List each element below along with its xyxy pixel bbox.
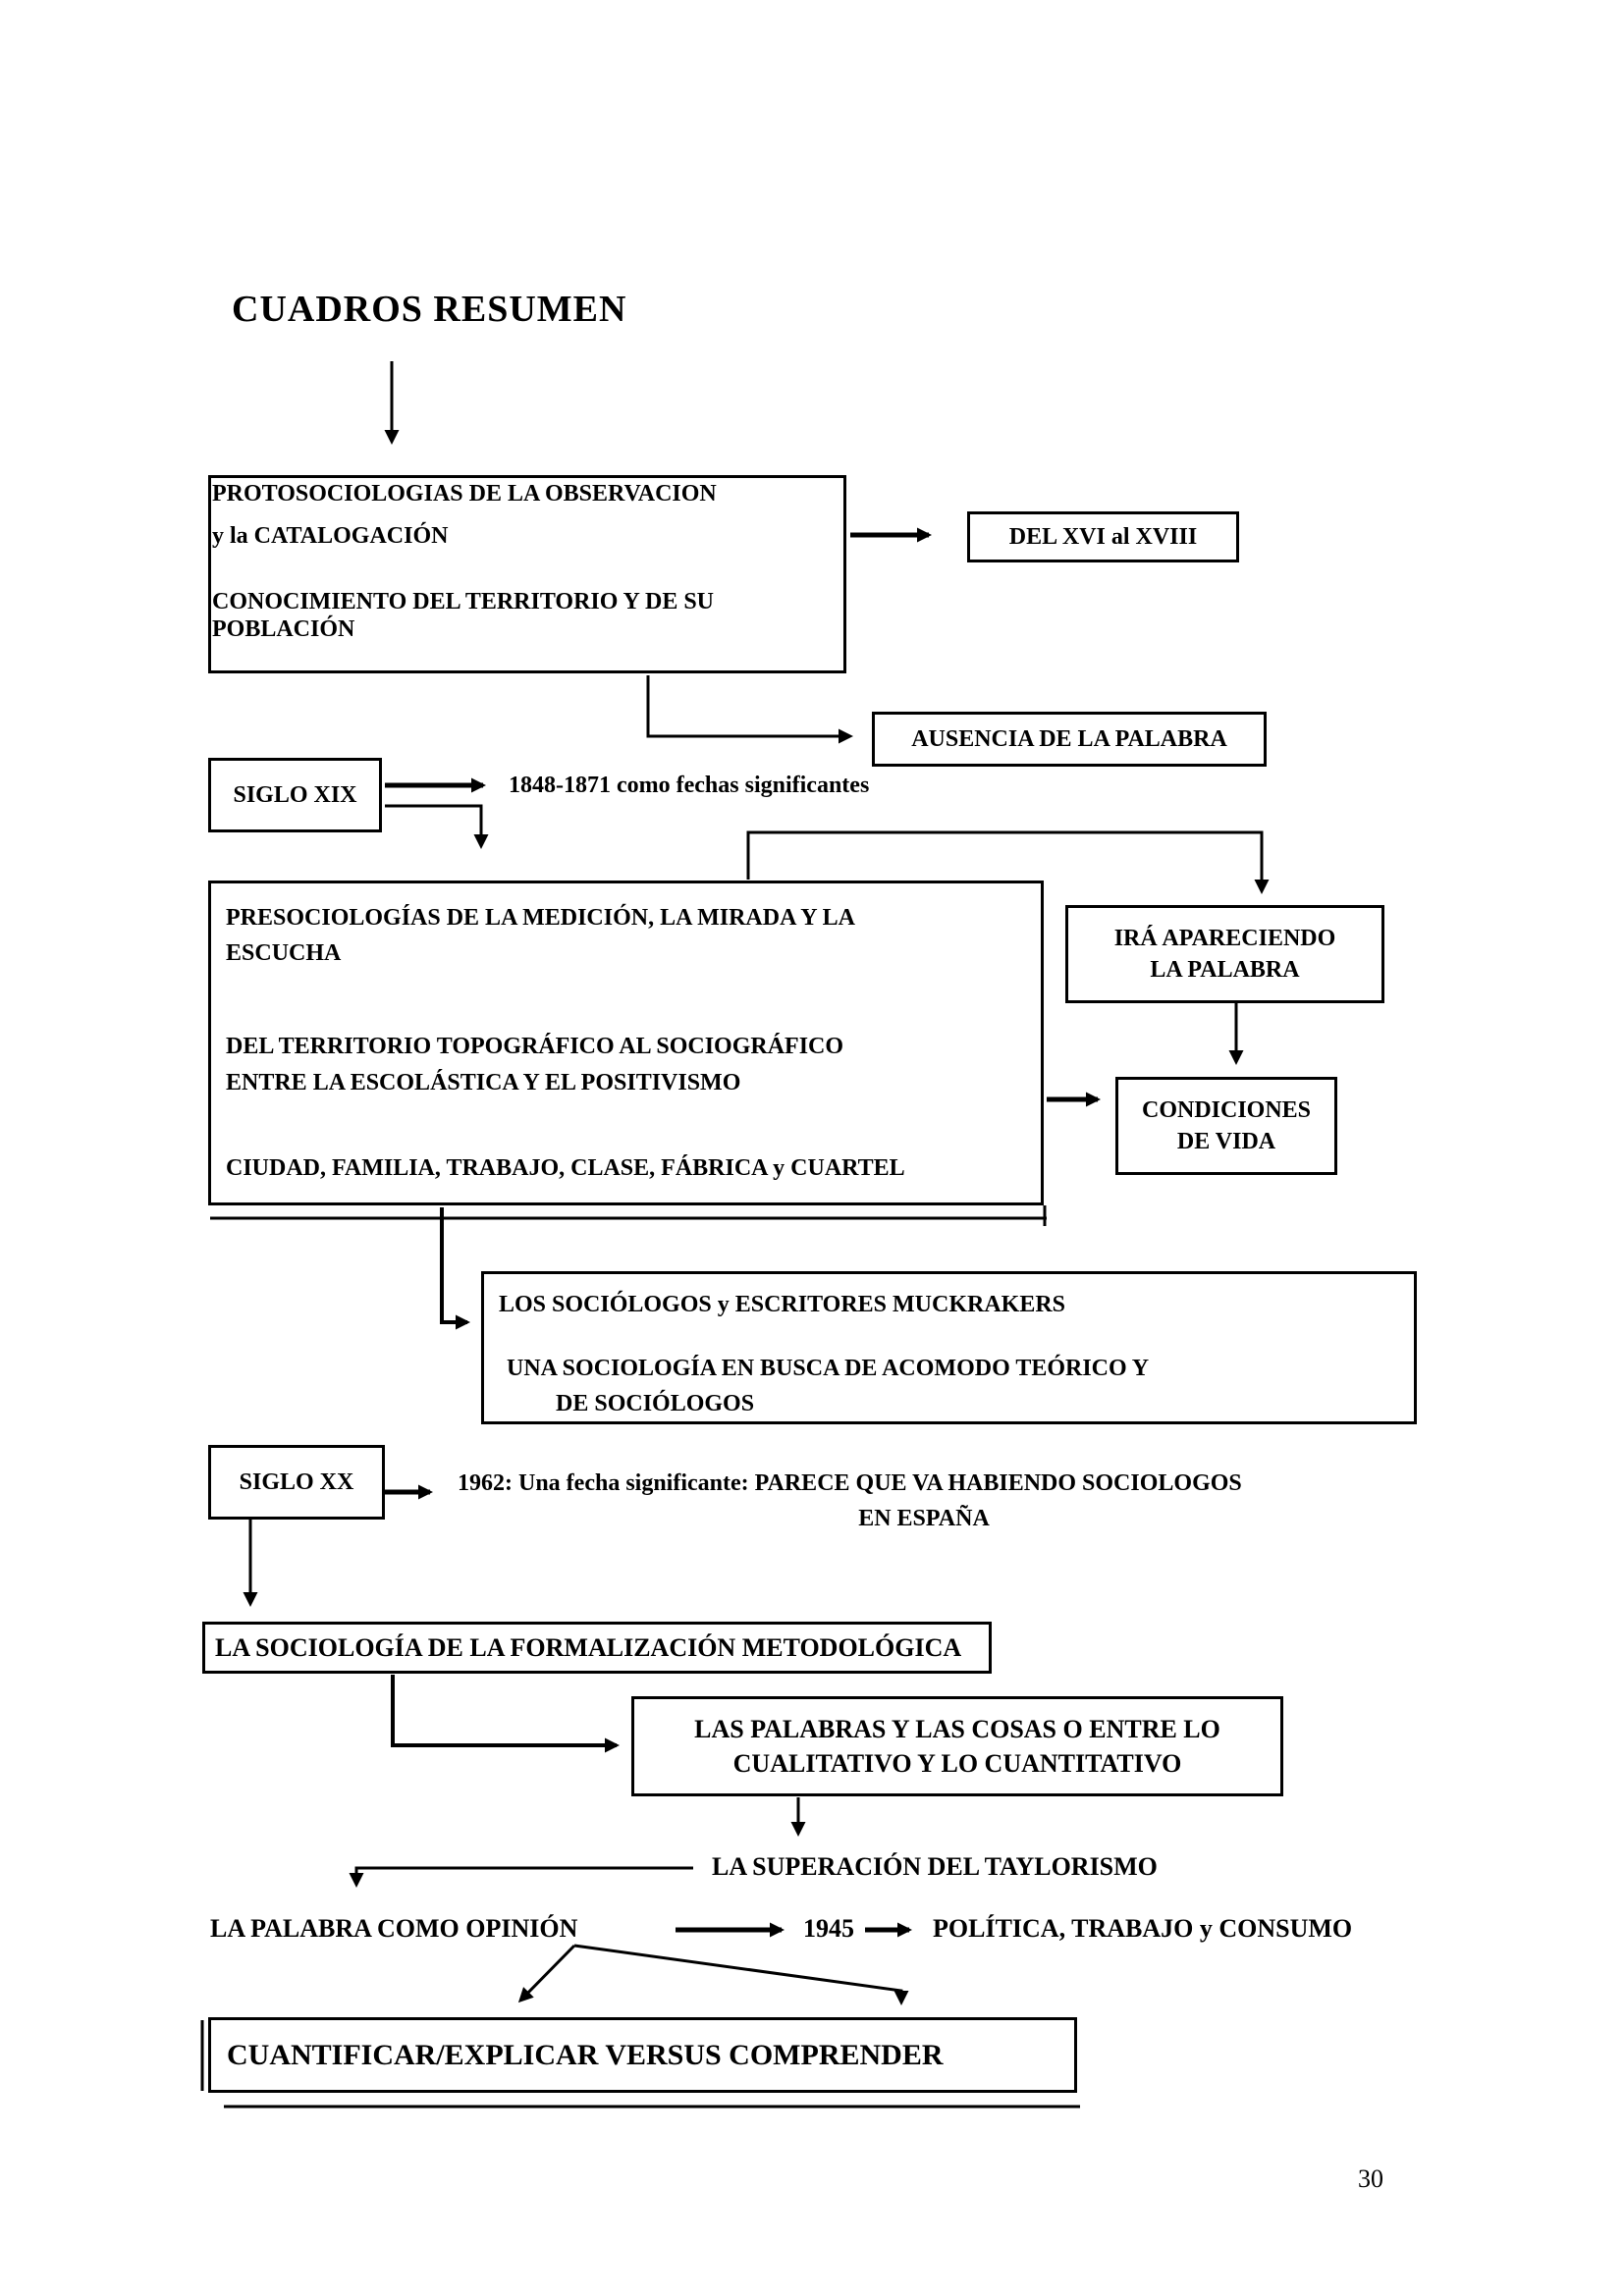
page-title: CUADROS RESUMEN: [232, 289, 627, 330]
sociologos-line2: UNA SOCIOLOGÍA EN BUSCA DE ACOMODO TEÓRI…: [507, 1356, 1150, 1381]
arrow-fork-right: [573, 1944, 909, 2005]
palabras-cosas-line2: CUALITATIVO Y LO CUANTITATIVO: [732, 1749, 1182, 1778]
protosociologias-line2: y la CATALOGACIÓN: [212, 523, 449, 549]
presociologias-line5: CIUDAD, FAMILIA, TRABAJO, CLASE, FÁBRICA…: [226, 1155, 905, 1181]
box-cuantificar: CUANTIFICAR/EXPLICAR VERSUS COMPRENDER: [208, 2017, 1077, 2093]
sociologos-line1: LOS SOCIÓLOGOS y ESCRITORES MUCKRAKERS: [499, 1292, 1066, 1317]
del-xvi-label: DEL XVI al XVIII: [1008, 523, 1198, 550]
palabra-opinion-text: LA PALABRA COMO OPINIÓN: [210, 1914, 578, 1943]
ausencia-label: AUSENCIA DE LA PALABRA: [911, 725, 1227, 752]
protosociologias-line1: PROTOSOCIOLOGIAS DE LA OBSERVACION: [212, 481, 717, 507]
siglo-xix-label: SIGLO XIX: [233, 781, 357, 808]
arrow-proto-to-ausencia: [646, 675, 853, 744]
box-palabras-cosas: LAS PALABRAS Y LAS COSAS O ENTRE LO CUAL…: [631, 1696, 1283, 1796]
box-siglo-xx: SIGLO XX: [208, 1445, 385, 1520]
fecha-1962-line2: EN ESPAÑA: [858, 1506, 990, 1531]
box-sociologos: [481, 1271, 1417, 1424]
presociologias-line3: DEL TERRITORIO TOPOGRÁFICO AL SOCIOGRÁFI…: [226, 1034, 844, 1059]
presociologias-line2: ESCUCHA: [226, 940, 342, 966]
arrow-presociologias-to-ira: [746, 830, 1270, 894]
box-formalizacion: LA SOCIOLOGÍA DE LA FORMALIZACIÓN METODO…: [202, 1622, 992, 1674]
condiciones-label-line2: DE VIDA: [1176, 1129, 1276, 1154]
formalizacion-label: LA SOCIOLOGÍA DE LA FORMALIZACIÓN METODO…: [215, 1632, 962, 1662]
ira-label: IRÁ APARECIENDO LA PALABRA: [1113, 925, 1336, 983]
presociologias-line4: ENTRE LA ESCOLÁSTICA Y EL POSITIVISMO: [226, 1070, 741, 1095]
box-ira-apareciendo: IRÁ APARECIENDO LA PALABRA: [1065, 905, 1384, 1003]
palabras-cosas-label: LAS PALABRAS Y LAS COSAS O ENTRE LO CUAL…: [694, 1714, 1220, 1778]
siglo-xx-label: SIGLO XX: [239, 1468, 354, 1495]
arrow-fork-left: [517, 1944, 576, 2003]
politica-text: POLÍTICA, TRABAJO y CONSUMO: [933, 1914, 1353, 1943]
protosociologias-line4: POBLACIÓN: [212, 616, 355, 642]
arrow-taylorismo-to-left: [349, 1866, 693, 1888]
box-del-xvi: DEL XVI al XVIII: [967, 511, 1239, 562]
ira-label-line2: LA PALABRA: [1150, 957, 1300, 983]
condiciones-label: CONDICIONES DE VIDA: [1141, 1096, 1312, 1154]
arrow-presociologias-to-sociologos: [440, 1207, 470, 1330]
arrow-sigloxix-to-presociologias: [385, 804, 489, 849]
page-number: 30: [1358, 2164, 1383, 2193]
box-condiciones: CONDICIONES DE VIDA: [1115, 1077, 1337, 1175]
protosociologias-line3: CONOCIMIENTO DEL TERRITORIO Y DE SU: [212, 589, 715, 614]
box-siglo-xix: SIGLO XIX: [208, 758, 382, 832]
presociologias-line1: PRESOCIOLOGÍAS DE LA MEDICIÓN, LA MIRADA…: [226, 905, 855, 931]
fecha-1962-line1: 1962: Una fecha significante: PARECE QUE…: [458, 1470, 1242, 1496]
fechas-xix-text: 1848-1871 como fechas significantes: [509, 773, 870, 798]
sociologos-line3: DE SOCIÓLOGOS: [556, 1391, 755, 1416]
cuantificar-label: CUANTIFICAR/EXPLICAR VERSUS COMPRENDER: [227, 2038, 944, 2071]
anio-1945-text: 1945: [803, 1914, 854, 1943]
box-ausencia: AUSENCIA DE LA PALABRA: [872, 712, 1267, 767]
box-protosociologias: [208, 475, 846, 673]
taylorismo-text: LA SUPERACIÓN DEL TAYLORISMO: [712, 1852, 1158, 1881]
box-presociologias: [208, 881, 1044, 1205]
arrow-formalizacion-to-palabras: [391, 1675, 620, 1753]
